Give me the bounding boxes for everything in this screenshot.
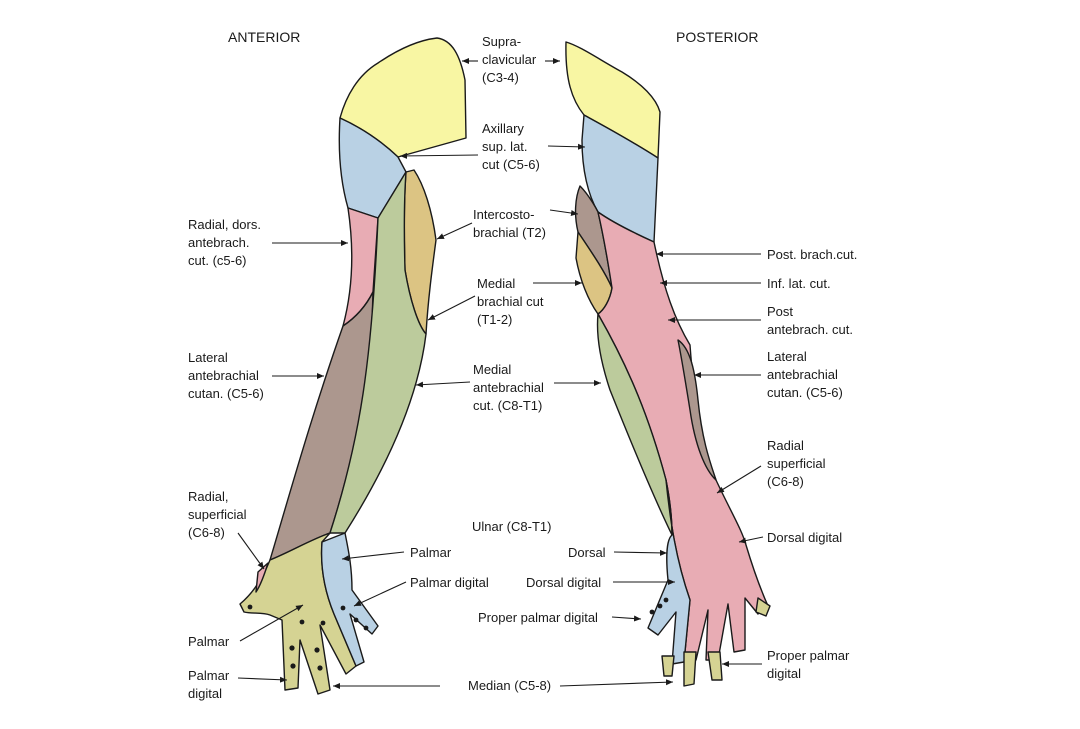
label-radial-dors-antebrach: Radial, dors. antebrach. cut. (c5-6) [188,217,265,268]
label-radial-superficial-right: Radial superficial (C6-8) [767,438,829,489]
palmar-digital-dot [299,619,305,625]
palmar-digital-dot [663,597,669,603]
label-post-brach-cut: Post. brach.cut. [767,247,857,262]
posterior-arm [565,41,771,687]
anterior-median-hand-region [239,532,357,695]
anterior-medial-antebrachial-region [329,171,427,534]
label-palmar-ulnar: Palmar [410,545,452,560]
palmar-digital-dot [320,620,326,626]
label-supraclavicular: Supra- clavicular (C3-4) [482,34,540,85]
palmar-digital-dot [363,625,369,631]
palmar-digital-dot [289,645,295,651]
label-lateral-antebrachial-right: Lateral antebrachial cutan. (C5-6) [767,349,843,400]
label-axillary: Axillary sup. lat. cut (C5-6) [482,121,540,172]
anterior-arm [239,37,467,695]
palmar-digital-dot [247,604,253,610]
label-dorsal: Dorsal [568,545,606,560]
arrow-palmar-hand [239,604,304,642]
palmar-digital-dot [340,605,346,611]
label-proper-palmar-digital-right: Proper palmar digital [767,648,853,681]
label-palmar-hand: Palmar [188,634,230,649]
palmar-digital-dot [353,617,359,623]
anterior-ulnar-hand-region [320,532,379,667]
arrow-median-right [559,679,674,687]
arrow-axillary-left [399,152,479,159]
posterior-header: POSTERIOR [676,29,758,45]
arrow-dorsal-digital-right [738,536,764,544]
arrow-palmar-ulnar [341,551,405,562]
label-proper-palmar-digital-center: Proper palmar digital [478,610,598,625]
palmar-digital-dot [290,663,296,669]
anterior-header: ANTERIOR [228,29,300,45]
arrow-dorsal [613,549,668,556]
arrow-palmar-digital-left [237,676,288,683]
label-lateral-antebrachial-left: Lateral antebrachial cutan. (C5-6) [188,350,264,401]
label-palmar-digital-left: Palmar digital [188,668,233,701]
palmar-digital-dot [314,647,320,653]
posterior-proper-palmar-digital-region [707,651,723,681]
palmar-digital-dot [317,665,323,671]
palmar-digital-dot [657,603,663,609]
arrow-medial-brachial-left [427,295,476,321]
label-palmar-digital-ulnar: Palmar digital [410,575,489,590]
arrow-radial-superficial-right [716,465,762,494]
labels: Supra- clavicular (C3-4) Axillary sup. l… [188,34,857,701]
posterior-proper-palmar-digital-region [755,597,771,617]
posterior-proper-palmar-digital-region [661,655,675,677]
arrow-intercostobrachial-right [549,209,579,216]
arrow-proper-palmar-digital-center [611,615,642,622]
palmar-digital-dot [649,609,655,615]
label-median: Median (C5-8) [468,678,551,693]
anterior-supraclavicular-region [339,37,467,158]
label-inf-lat-cut: Inf. lat. cut. [767,276,831,291]
label-radial-superficial-left: Radial, superficial (C6-8) [188,489,250,540]
label-medial-brachial: Medial brachial cut (T1-2) [477,276,547,327]
arrow-palmar-digital-ulnar [353,581,407,607]
arrow-medial-antebrachial-left [415,381,471,388]
posterior-proper-palmar-digital-region [683,651,697,687]
label-post-antebrach-cut: Post antebrach. cut. [767,304,853,337]
arrow-axillary-right [547,143,586,150]
label-medial-antebrachial: Medial antebrachial cut. (C8-T1) [473,362,547,413]
anterior-radial-superficial-hand-region [255,562,269,593]
label-ulnar: Ulnar (C8-T1) [472,519,551,534]
label-intercostobrachial: Intercosto- brachial (T2) [473,207,546,240]
label-dorsal-digital-center: Dorsal digital [526,575,601,590]
arrow-radial-superficial-left [237,532,265,570]
arrow-intercostobrachial-left [436,222,473,240]
label-dorsal-digital-right: Dorsal digital [767,530,842,545]
leader-arrows [237,58,764,689]
